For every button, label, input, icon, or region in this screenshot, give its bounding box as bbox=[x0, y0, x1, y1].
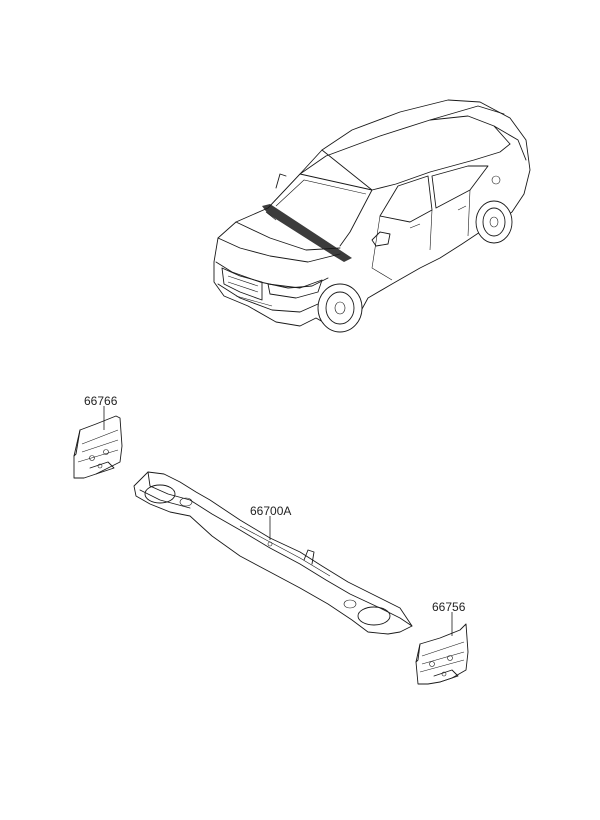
part-label-66766: 66766 bbox=[84, 394, 118, 408]
part-label-66756: 66756 bbox=[432, 600, 466, 614]
car-illustration bbox=[213, 99, 531, 333]
bracket-left-illustration bbox=[73, 415, 123, 479]
part-label-66700A: 66700A bbox=[250, 504, 291, 518]
bracket-right-illustration bbox=[415, 623, 469, 685]
cowl-panel-illustration bbox=[133, 471, 413, 635]
